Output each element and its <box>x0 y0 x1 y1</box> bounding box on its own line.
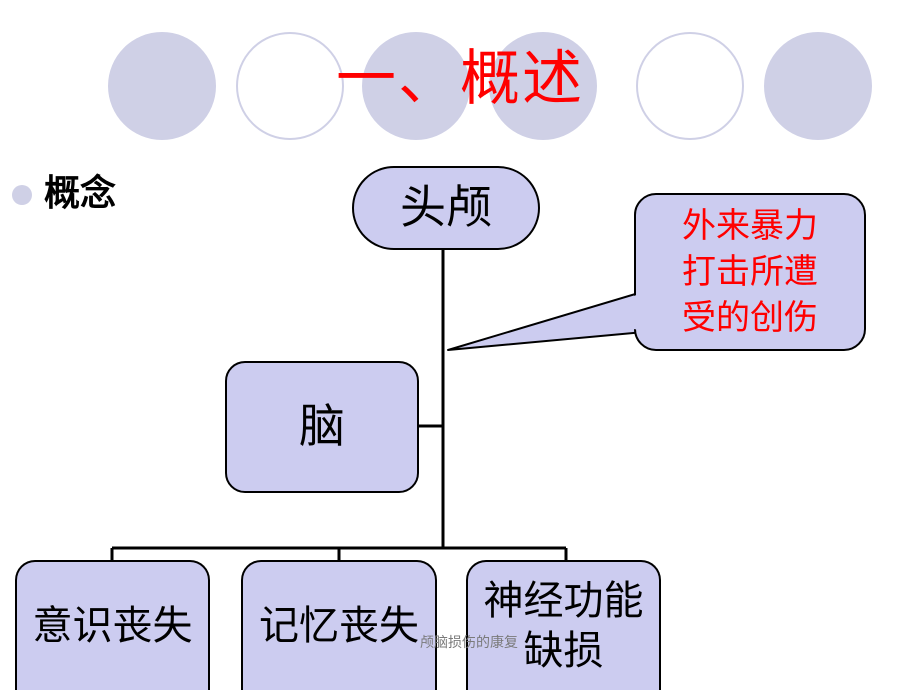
decor-circle-5 <box>636 32 744 140</box>
footer-text: 颅脑损伤的康复 <box>420 635 518 651</box>
brain-node: 脑 <box>225 361 419 493</box>
callout-text: 外来暴力打击所遭受的创伤 <box>682 206 818 338</box>
brain-node-label: 脑 <box>299 399 345 454</box>
root-node: 头颅 <box>352 166 540 250</box>
child-node-memory: 记忆丧失 <box>241 560 437 690</box>
bullet-text: 概念 <box>44 173 117 214</box>
decor-circle-2 <box>236 32 344 140</box>
decor-circle-3 <box>362 32 470 140</box>
decor-circle-4 <box>489 32 597 140</box>
child-node-label: 神经功能缺损 <box>483 578 644 674</box>
decor-circle-1 <box>108 32 216 140</box>
slide-title: 一、概述 <box>336 44 584 114</box>
child-node-neuro: 神经功能缺损 <box>466 560 661 690</box>
bullet-dot-icon <box>12 185 32 205</box>
root-node-label: 头颅 <box>400 180 492 235</box>
callout-box: 外来暴力打击所遭受的创伤 <box>634 193 866 351</box>
child-node-label: 记忆丧失 <box>259 603 419 649</box>
child-node-label: 意识丧失 <box>32 603 193 649</box>
child-node-consciousness: 意识丧失 <box>15 560 210 690</box>
decor-circle-6 <box>764 32 872 140</box>
